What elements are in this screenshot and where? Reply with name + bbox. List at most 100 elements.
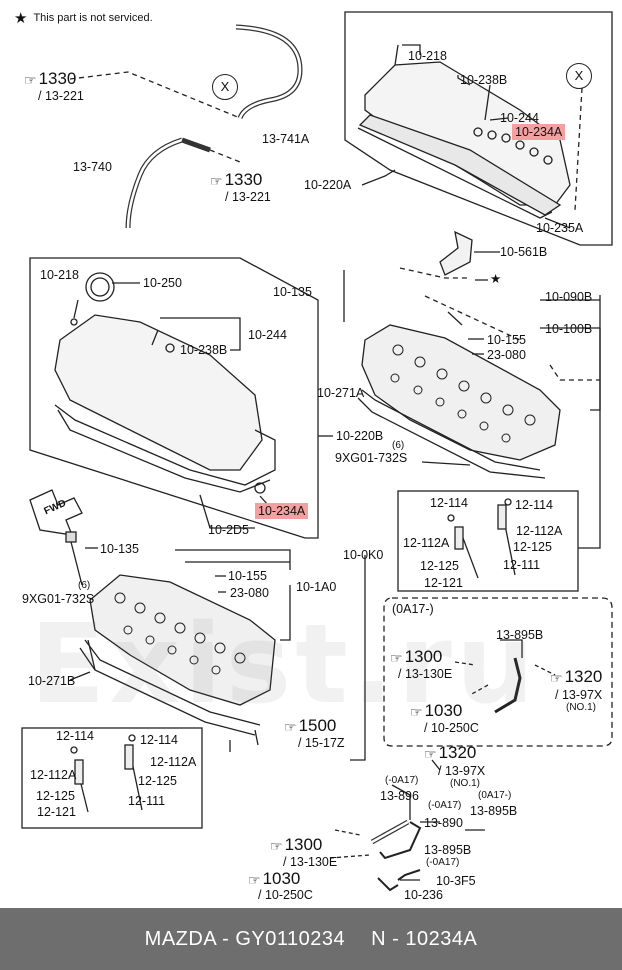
part-12-121[interactable]: 12-121 <box>424 576 463 590</box>
ref-10-250c[interactable]: / 10-250C <box>258 888 313 902</box>
star-icon: ★ <box>14 10 28 27</box>
part-10-220b[interactable]: 10-220B <box>336 429 384 443</box>
footer-brand: MAZDA - GY0110234 <box>144 927 346 950</box>
note-text: This part is not serviced. <box>33 12 153 24</box>
part-10-234a-highlight[interactable]: 10-234A <box>512 124 566 140</box>
part-13-895b[interactable]: 13-895B <box>496 628 544 642</box>
part-12-125[interactable]: 12-125 <box>513 540 552 554</box>
ref-1320[interactable]: ☞1320 <box>550 667 603 687</box>
part-13-896[interactable]: 13-896 <box>380 789 419 803</box>
part-10-2d5[interactable]: 10-2D5 <box>208 523 249 537</box>
part-10-235a[interactable]: 10-235A <box>536 221 584 235</box>
part-9xg01-732s[interactable]: 9XG01-732S <box>22 592 95 606</box>
part-10-155[interactable]: 10-155 <box>487 333 526 347</box>
part-10-271a[interactable]: 10-271A <box>317 386 365 400</box>
pointing-hand-icon: ☞ <box>248 872 261 888</box>
part-10-218[interactable]: 10-218 <box>40 268 79 282</box>
part-10-090b[interactable]: 10-090B <box>545 290 593 304</box>
x-mark-icon: X <box>566 63 592 89</box>
qty-6: (6) <box>392 440 405 451</box>
part-12-112a[interactable]: 12-112A <box>516 524 563 538</box>
part-13-895b[interactable]: 13-895B <box>470 804 518 818</box>
part-12-111[interactable]: 12-111 <box>503 558 541 572</box>
part-13-741a[interactable]: 13-741A <box>262 132 310 146</box>
part-10-218[interactable]: 10-218 <box>408 49 447 63</box>
ref-1030[interactable]: ☞1030 <box>410 701 463 721</box>
part-23-080[interactable]: 23-080 <box>487 348 526 362</box>
part-12-114[interactable]: 12-114 <box>140 733 178 747</box>
part-12-111[interactable]: 12-111 <box>128 794 166 808</box>
part-13-895b[interactable]: 13-895B <box>424 843 472 857</box>
ref-13-221[interactable]: / 13-221 <box>38 89 84 103</box>
part-12-114[interactable]: 12-114 <box>430 496 468 510</box>
ref-1330[interactable]: ☞1330 <box>210 170 263 190</box>
range-0a17: (-0A17) <box>426 857 460 868</box>
range-0a17: (0A17-) <box>478 790 512 801</box>
part-12-114[interactable]: 12-114 <box>56 729 94 743</box>
pointing-hand-icon: ☞ <box>284 719 297 735</box>
cover-panel-left <box>29 257 319 539</box>
part-10-561b[interactable]: 10-561B <box>500 245 548 259</box>
part-23-080[interactable]: 23-080 <box>230 586 269 600</box>
part-10-244[interactable]: 10-244 <box>500 111 539 125</box>
part-10-236[interactable]: 10-236 <box>404 888 443 902</box>
ref-1320[interactable]: ☞1320 <box>424 743 477 763</box>
part-9xg01-732s[interactable]: 9XG01-732S <box>335 451 408 465</box>
part-10-220a[interactable]: 10-220A <box>304 178 352 192</box>
part-10-250[interactable]: 10-250 <box>143 276 182 290</box>
ref-1030[interactable]: ☞1030 <box>248 869 301 889</box>
part-12-114[interactable]: 12-114 <box>515 498 553 512</box>
part-12-121[interactable]: 12-121 <box>37 805 76 819</box>
pointing-hand-icon: ☞ <box>410 704 423 720</box>
ref-15-17z[interactable]: / 15-17Z <box>298 736 345 750</box>
part-12-112a[interactable]: 12-112A <box>30 768 77 782</box>
valve-box-left <box>21 727 203 829</box>
ref-no1: (NO.1) <box>566 702 596 713</box>
part-12-112a[interactable]: 12-112A <box>403 536 450 550</box>
pointing-hand-icon: ☞ <box>270 838 283 854</box>
range-0a17: (-0A17) <box>428 800 462 811</box>
ref-1300[interactable]: ☞1300 <box>390 647 443 667</box>
part-12-125[interactable]: 12-125 <box>420 559 459 573</box>
ref-13-97x[interactable]: / 13-97X <box>438 764 486 778</box>
part-10-1a0[interactable]: 10-1A0 <box>296 580 337 594</box>
part-10-234a-highlight[interactable]: 10-234A <box>255 503 309 519</box>
watermark: Exist.ru <box>30 600 539 728</box>
part-13-740[interactable]: 13-740 <box>73 160 112 174</box>
x-mark-icon: X <box>212 74 238 100</box>
part-10-0k0[interactable]: 10-0K0 <box>343 548 384 562</box>
part-10-271b[interactable]: 10-271B <box>28 674 76 688</box>
cover-panel-right <box>344 11 613 246</box>
part-10-135[interactable]: 10-135 <box>100 542 139 556</box>
part-12-112a[interactable]: 12-112A <box>150 755 197 769</box>
valve-box-right <box>397 490 579 592</box>
part-10-155[interactable]: 10-155 <box>228 569 267 583</box>
pointing-hand-icon: ☞ <box>24 72 37 88</box>
ref-13-130e[interactable]: / 13-130E <box>283 855 338 869</box>
ref-1300[interactable]: ☞1300 <box>270 835 323 855</box>
part-10-238b[interactable]: 10-238B <box>460 73 508 87</box>
part-10-100b[interactable]: 10-100B <box>545 322 593 336</box>
pointing-hand-icon: ☞ <box>424 746 437 762</box>
part-10-244[interactable]: 10-244 <box>248 328 287 342</box>
ref-no1: (NO.1) <box>450 778 480 789</box>
ref-13-221[interactable]: / 13-221 <box>225 190 271 204</box>
pointing-hand-icon: ☞ <box>210 173 223 189</box>
part-footer-bar: MAZDA - GY0110234 N - 10234A <box>0 908 622 970</box>
ref-13-130e[interactable]: / 13-130E <box>398 667 453 681</box>
ref-1500[interactable]: ☞1500 <box>284 716 337 736</box>
part-10-3f5[interactable]: 10-3F5 <box>436 874 476 888</box>
pointing-hand-icon: ☞ <box>390 650 403 666</box>
range-0a17: (0A17-) <box>392 602 434 616</box>
ref-10-250c[interactable]: / 10-250C <box>424 721 479 735</box>
part-13-890[interactable]: 13-890 <box>424 816 463 830</box>
parts-diagram: Exist.ru ★ This part is not serviced. X … <box>14 10 613 902</box>
ref-1330[interactable]: ☞1330 <box>24 69 77 89</box>
ref-13-97x[interactable]: / 13-97X <box>555 688 603 702</box>
part-12-125[interactable]: 12-125 <box>138 774 177 788</box>
part-10-238b[interactable]: 10-238B <box>180 343 228 357</box>
star-icon: ★ <box>490 272 502 286</box>
part-10-135[interactable]: 10-135 <box>273 285 312 299</box>
diagram-linework <box>21 11 613 892</box>
part-12-125[interactable]: 12-125 <box>36 789 75 803</box>
